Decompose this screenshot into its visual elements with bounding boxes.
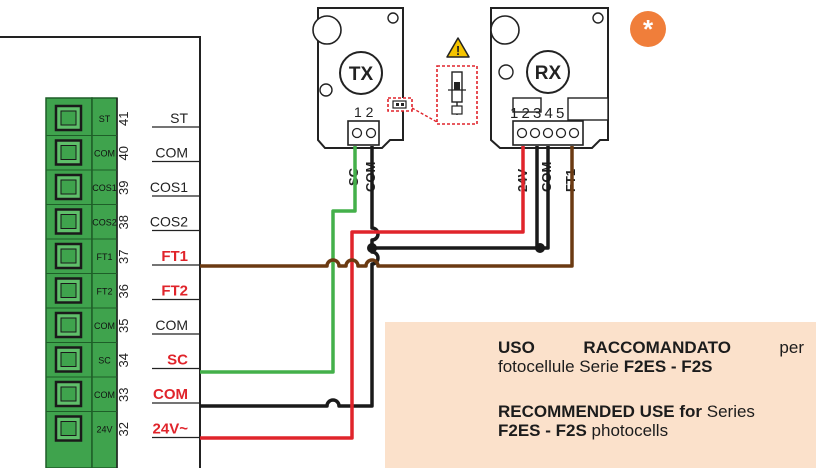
tx-pin-numbers: 1 2 xyxy=(354,104,374,120)
terminal-strip-label: 24V xyxy=(96,425,112,435)
wire-tx-sc xyxy=(200,146,357,374)
terminal-label: COM xyxy=(155,145,188,161)
note-en-line1: RECOMMENDED USE for Series xyxy=(498,402,804,421)
terminal-screw-inner xyxy=(60,145,77,160)
terminal-number: 34 xyxy=(116,353,131,367)
terminal-number: 40 xyxy=(116,146,131,160)
terminal-screw-inner xyxy=(60,248,77,264)
note-en-line2-text: photocells xyxy=(586,421,669,440)
terminal-screw xyxy=(54,311,83,339)
recommended-use-text: USO RACCOMANDATO per fotocellule Serie F… xyxy=(498,338,804,440)
terminal-number: 35 xyxy=(116,319,131,333)
terminal-screw-inner xyxy=(60,317,77,333)
jumper-detail: ! xyxy=(411,37,478,125)
terminal-screw-inner xyxy=(60,421,77,436)
terminal-strip-label: COS2 xyxy=(92,218,117,228)
terminal-strip-label: COM xyxy=(94,149,115,159)
terminal-screw-inner xyxy=(60,283,77,298)
terminal-label: COS1 xyxy=(150,179,188,195)
rx-label: RX xyxy=(535,63,562,84)
terminal-number: 39 xyxy=(116,181,131,195)
terminal-number: 32 xyxy=(116,422,131,436)
rx-photocell: RX 1 2 3 4 5 xyxy=(490,7,609,149)
note-en-line2: F2ES - F2S photocells xyxy=(498,421,804,440)
recommended-use-note xyxy=(385,322,816,468)
terminal-screw xyxy=(54,104,83,132)
note-en-line1-text: Series xyxy=(702,402,755,421)
note-en-line1-bold: RECOMMENDED USE for xyxy=(498,402,703,421)
terminal-label: ST xyxy=(170,110,188,126)
wire-rx-ft1 xyxy=(200,146,574,268)
note-it-line1: USO RACCOMANDATO per xyxy=(498,338,804,357)
terminal-screw xyxy=(54,139,83,166)
rx-pin-numbers: 1 2 3 4 5 xyxy=(510,105,564,122)
note-en-line2-series: F2ES - F2S xyxy=(498,421,587,440)
svg-text:!: ! xyxy=(456,43,460,58)
terminal-number: 38 xyxy=(116,215,131,229)
terminal-screw-inner xyxy=(60,386,77,402)
asterisk-badge: * xyxy=(630,11,666,47)
junction-dot xyxy=(535,243,545,253)
terminal-label: FT2 xyxy=(161,283,188,300)
terminal-number: 41 xyxy=(116,112,131,126)
terminal-screw-inner xyxy=(60,352,77,367)
tx-label: TX xyxy=(349,64,374,85)
terminal-strip-label: FT2 xyxy=(96,287,112,297)
terminal-number: 33 xyxy=(116,388,131,402)
terminal-number: 37 xyxy=(116,250,131,264)
terminal-screw xyxy=(54,415,83,442)
terminal-screw-inner xyxy=(60,214,77,229)
note-it-line2-text: fotocellule Serie xyxy=(498,357,624,376)
note-it-word2: RACCOMANDATO xyxy=(583,338,731,357)
junction-dot xyxy=(367,243,377,253)
control-board-outline xyxy=(0,36,201,468)
note-it-word1: USO xyxy=(498,338,535,357)
terminal-label: SC xyxy=(167,352,188,369)
wires xyxy=(200,146,574,440)
terminal-label: COS2 xyxy=(150,214,188,230)
terminal-strip-label: COM xyxy=(94,390,115,400)
terminal-label: 24V~ xyxy=(153,421,189,438)
terminal-strip-label: COM xyxy=(94,321,115,331)
terminal-number: 36 xyxy=(116,284,131,298)
terminal-screw-inner xyxy=(60,179,77,195)
terminal-strip-label: COS1 xyxy=(92,183,117,193)
warning-icon xyxy=(446,37,470,58)
note-it-line2: fotocellule Serie F2ES - F2S xyxy=(498,357,804,376)
note-it-line2-series: F2ES - F2S xyxy=(623,357,713,376)
terminal-label: COM xyxy=(153,386,188,403)
note-it-word3: per xyxy=(779,338,804,357)
terminal-strip-label: FT1 xyxy=(96,252,112,262)
wire-rx-24v xyxy=(200,146,525,440)
terminal-screw xyxy=(54,173,83,201)
terminal-label: COM xyxy=(155,317,188,333)
terminal-screw-inner xyxy=(60,110,77,126)
terminal-strip-label: ST xyxy=(99,114,111,124)
terminal-strip-label: SC xyxy=(98,356,111,366)
terminal-label: FT1 xyxy=(161,248,188,265)
tx-photocell: TX 1 2 xyxy=(312,7,413,149)
